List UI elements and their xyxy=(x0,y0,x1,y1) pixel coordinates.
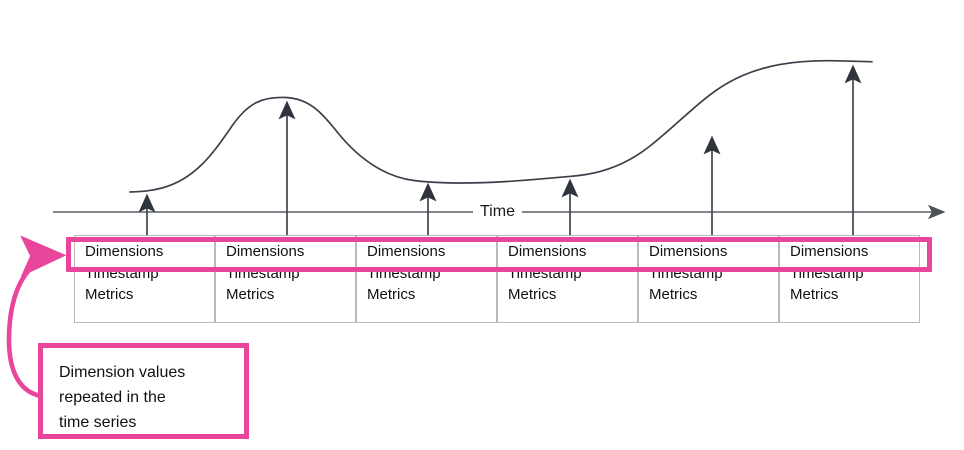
callout-line: time series xyxy=(59,414,137,431)
record-field-metrics: Metrics xyxy=(649,286,698,303)
callout-line: repeated in the xyxy=(59,389,166,406)
record-field-dimensions: Dimensions xyxy=(85,243,164,260)
callout-box: Dimension values repeated in the time se… xyxy=(38,343,249,439)
callout-connector xyxy=(6,235,67,399)
record-box[interactable]: Dimensions Timestamp Metrics xyxy=(74,235,215,323)
dimensions-highlight-band xyxy=(66,237,932,272)
record-box[interactable]: Dimensions Timestamp Metrics xyxy=(497,235,638,323)
record-box[interactable]: Dimensions Timestamp Metrics xyxy=(779,235,920,323)
record-field-dimensions: Dimensions xyxy=(508,243,587,260)
record-field-dimensions: Dimensions xyxy=(790,243,869,260)
axis-label-time: Time xyxy=(473,203,522,221)
record-field-metrics: Metrics xyxy=(508,286,557,303)
record-field-metrics: Metrics xyxy=(790,286,839,303)
record-field-metrics: Metrics xyxy=(367,286,416,303)
record-box[interactable]: Dimensions Timestamp Metrics xyxy=(638,235,779,323)
record-field-metrics: Metrics xyxy=(85,286,134,303)
record-field-dimensions: Dimensions xyxy=(367,243,446,260)
sample-arrows xyxy=(138,64,862,235)
record-field-dimensions: Dimensions xyxy=(226,243,305,260)
record-box[interactable]: Dimensions Timestamp Metrics xyxy=(356,235,497,323)
metric-curve xyxy=(129,59,873,193)
callout-line: Dimension values xyxy=(59,364,186,381)
record-field-dimensions: Dimensions xyxy=(649,243,728,260)
record-field-metrics: Metrics xyxy=(226,286,275,303)
record-box[interactable]: Dimensions Timestamp Metrics xyxy=(215,235,356,323)
